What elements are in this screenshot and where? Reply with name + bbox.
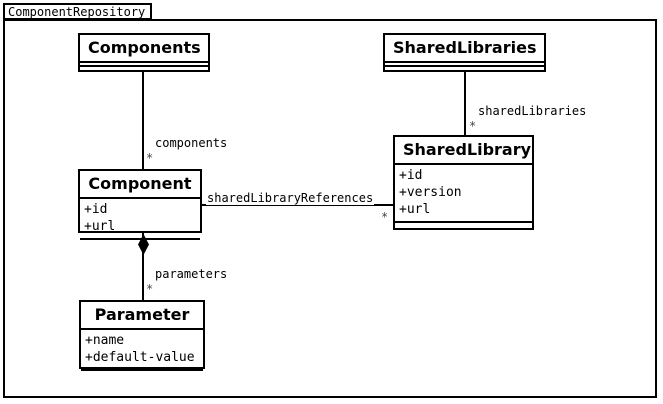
class-name-sharedlibrary: SharedLibrary — [395, 137, 532, 165]
association-line-component-sharedlibrary — [200, 204, 394, 206]
attribute-item: +id — [399, 168, 423, 183]
class-box-sharedlibrary[interactable]: SharedLibrary +id +version +url — [393, 135, 534, 230]
multiplicity-sharedlibraries: * — [469, 119, 477, 133]
association-label-sharedlibraryreferences: sharedLibraryReferences — [206, 191, 375, 205]
attribute-item: +url — [399, 202, 431, 217]
class-attributes-components — [80, 63, 208, 68]
attribute-item: +default-value — [85, 350, 195, 365]
multiplicity-sharedlibraryreferences: * — [381, 210, 389, 224]
class-operations-sharedlibraries — [385, 67, 544, 70]
class-box-component[interactable]: Component +id +url — [78, 169, 202, 240]
package-name-label: ComponentRepository — [8, 5, 146, 19]
class-attributes-component: +id +url — [80, 199, 200, 240]
association-line-sharedlibraries-sharedlibrary — [464, 72, 466, 136]
composition-diamond-icon — [138, 234, 149, 255]
class-box-components[interactable]: Components — [78, 33, 210, 72]
association-label-components: components — [154, 136, 229, 150]
attribute-item: +id — [84, 202, 108, 217]
multiplicity-components: * — [146, 151, 154, 165]
attribute-item: +version — [399, 185, 462, 200]
class-attributes-parameter: +name +default-value — [81, 330, 203, 371]
class-name-sharedlibraries: SharedLibraries — [385, 35, 544, 63]
composition-line-component-parameter — [142, 233, 144, 301]
class-operations-sharedlibrary — [395, 223, 532, 228]
class-attributes-sharedlibraries — [385, 63, 544, 68]
class-name-component: Component — [80, 171, 200, 199]
association-line-components-component — [142, 72, 144, 170]
package-frame-tab: ComponentRepository — [3, 3, 152, 20]
multiplicity-parameters: * — [146, 282, 154, 296]
attribute-item: +url — [84, 219, 116, 234]
class-box-sharedlibraries[interactable]: SharedLibraries — [383, 33, 546, 72]
attribute-item: +name — [85, 333, 125, 348]
association-label-parameters: parameters — [154, 267, 229, 281]
class-operations-components — [80, 67, 208, 70]
class-box-parameter[interactable]: Parameter +name +default-value — [79, 300, 205, 371]
class-attributes-sharedlibrary: +id +version +url — [395, 165, 532, 223]
class-name-parameter: Parameter — [81, 302, 203, 330]
class-name-components: Components — [80, 35, 208, 63]
association-label-sharedlibraries: sharedLibraries — [477, 104, 588, 118]
